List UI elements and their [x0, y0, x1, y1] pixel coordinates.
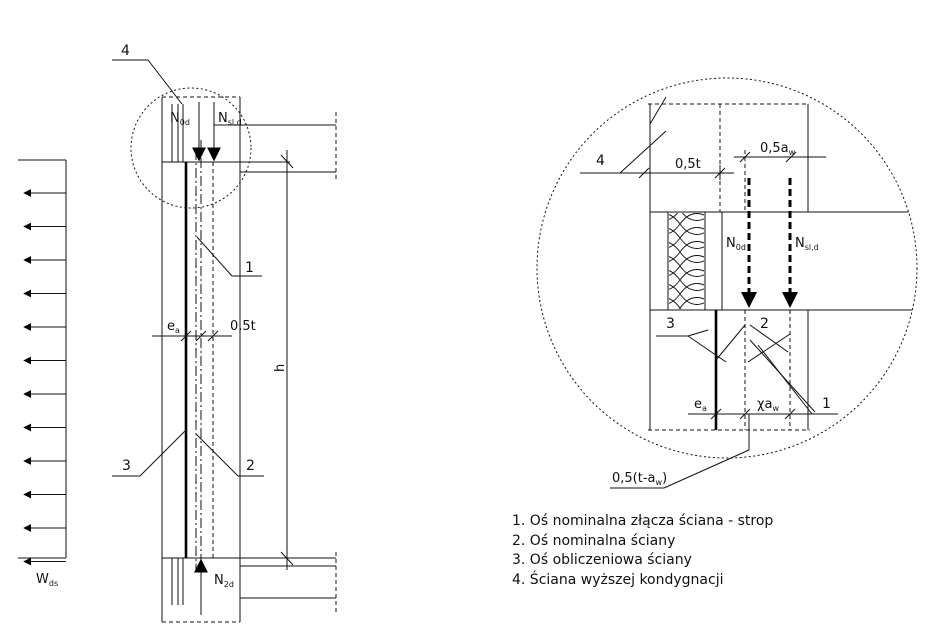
right-label-chi-aw: χaw — [757, 397, 779, 413]
detail-circle-4 — [130, 87, 252, 209]
left-load-arrows — [192, 102, 221, 615]
right-label-half-t: 0,5t — [675, 157, 701, 172]
legend-item-4: 4. Ściana wyższej kondygnacji — [512, 571, 724, 588]
height-dimension — [280, 150, 294, 570]
right-callout-4: 4 — [596, 153, 605, 169]
left-label-n0d: N0d — [170, 111, 190, 127]
right-label-half-aw: 0,5aw — [760, 141, 796, 157]
left-callout-4: 4 — [121, 43, 130, 59]
right-label-nsld: Nsl,d — [795, 236, 819, 252]
left-callout-2: 2 — [246, 458, 255, 474]
left-label-nsld: Nsl,d — [218, 111, 242, 127]
lower-wall-segment — [162, 552, 337, 623]
main-wall — [161, 140, 336, 622]
left-callout-3: 3 — [122, 458, 131, 474]
left-callout-lines — [112, 59, 264, 477]
legend-item-1: 1. Oś nominalna złącza ściana - strop — [512, 513, 774, 529]
upper-wall-segment — [161, 96, 337, 182]
wind-load-arrows — [23, 189, 66, 566]
right-callout-3: 3 — [666, 316, 675, 332]
right-label-n0d: N0d — [726, 236, 746, 252]
right-detail-view: 4 3 2 1 0,5t 0,5aw N0d Nsl,d ea χaw 0,5(… — [536, 77, 918, 489]
left-label-ea: ea — [167, 319, 180, 335]
left-callout-1: 1 — [245, 260, 254, 276]
right-callout-1: 1 — [822, 396, 831, 412]
right-callout-2: 2 — [760, 316, 769, 332]
legend: 1. Oś nominalna złącza ściana - strop 2.… — [512, 512, 773, 590]
left-label-h: h — [273, 364, 288, 372]
wind-load-panel — [18, 159, 67, 566]
detail-circle — [536, 77, 918, 459]
left-wall-view: 4 1 3 2 N0d Nsl,d N2d ea 0,5t h Wds — [18, 43, 337, 623]
insulation-hatch — [669, 213, 704, 309]
left-label-wds: Wds — [36, 572, 58, 588]
ea-dimension — [152, 330, 232, 342]
legend-item-2: 2. Oś nominalna ściany — [512, 532, 676, 549]
left-label-n2d: N2d — [214, 573, 234, 589]
left-label-half-t: 0,5t — [230, 319, 256, 334]
legend-item-3: 3. Oś obliczeniowa ściany — [512, 552, 692, 568]
right-label-half-t-minus-aw: 0,5(t-aw) — [612, 471, 667, 487]
right-label-ea: ea — [694, 397, 707, 413]
